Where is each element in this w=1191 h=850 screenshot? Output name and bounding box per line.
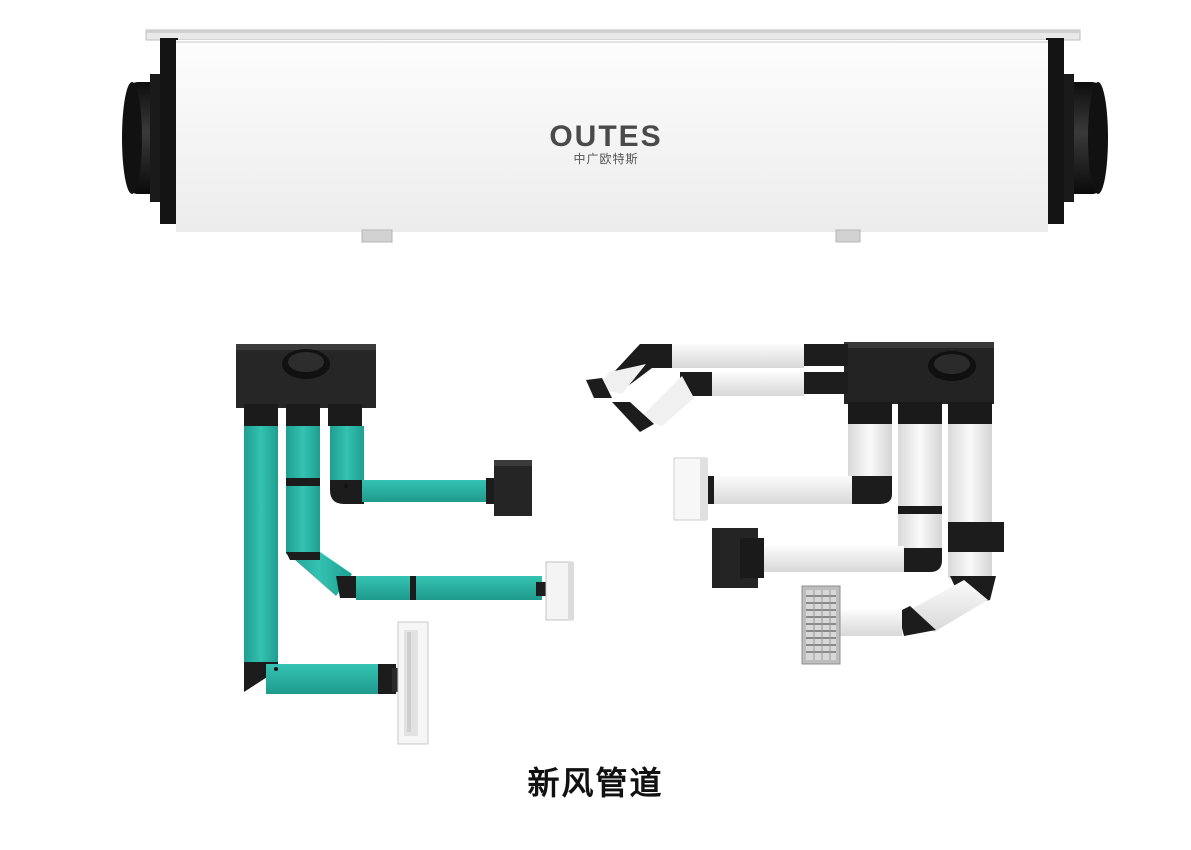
right-plenum-box (800, 342, 994, 426)
left-duct-collar (122, 74, 168, 202)
white-end-box (673, 457, 708, 521)
unit-right-end-cap (1046, 38, 1064, 224)
unit-body (176, 40, 1048, 232)
unit-foot-right (835, 229, 861, 243)
teal-duct-system (236, 344, 574, 745)
caption-fresh-air-duct: 新风管道 (527, 764, 664, 802)
brand-logo: OUTES (549, 120, 662, 153)
left-plenum-box (236, 344, 376, 426)
white-duct-system (586, 342, 1004, 665)
brand-logo-subtitle: 中广欧特斯 (573, 151, 638, 166)
white-slot-grille-long (397, 621, 429, 745)
black-end-box (712, 528, 764, 588)
black-end-cap (494, 460, 532, 516)
louvered-grille (801, 585, 841, 665)
unit-left-end-cap (160, 38, 178, 224)
unit-foot-left (361, 229, 393, 243)
fresh-air-unit: OUTES 中广欧特斯 (122, 29, 1108, 243)
white-outlet-grille-small (545, 561, 574, 621)
